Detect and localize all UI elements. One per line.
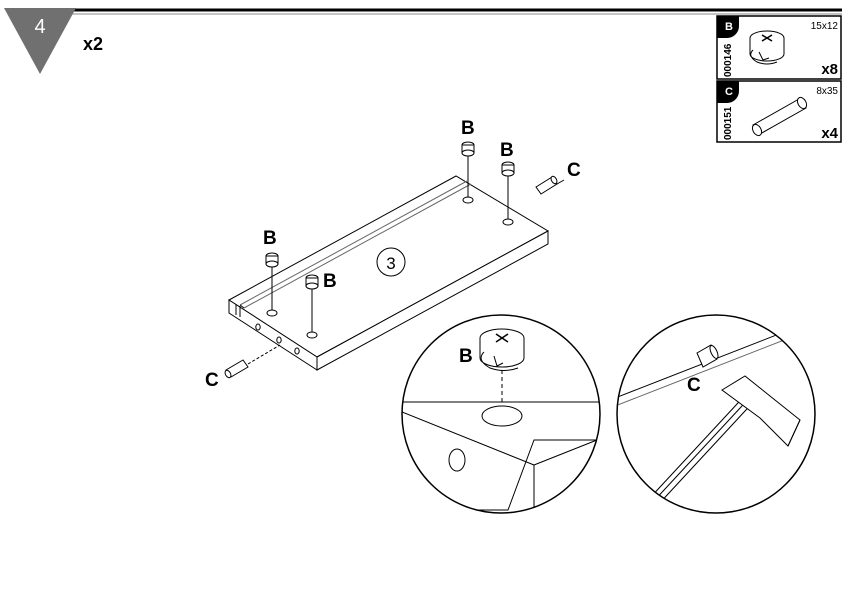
cam-lock-icon xyxy=(749,30,785,65)
callout-c-1: C xyxy=(567,160,581,181)
board-number: 3 xyxy=(386,254,395,273)
callout-b-1: B xyxy=(263,228,277,249)
callout-b-3: B xyxy=(461,118,475,139)
detail-callout-c: C xyxy=(687,375,701,396)
board-holes xyxy=(255,196,514,355)
part-code: 000146 xyxy=(723,43,734,77)
part-size: 15x12 xyxy=(811,21,839,32)
detail-view-dowel xyxy=(616,314,816,514)
part-size: 8x35 xyxy=(816,86,838,97)
dowels xyxy=(224,175,565,379)
step-multiplier: x2 xyxy=(83,34,103,54)
callout-b-4: B xyxy=(500,140,514,161)
board-number-badge: 3 xyxy=(376,247,406,277)
part-quantity: x8 xyxy=(821,61,838,78)
step-number-badge: 4 xyxy=(4,8,76,74)
callout-b-2: B xyxy=(323,271,337,292)
cam-lock-fittings xyxy=(265,141,515,332)
part-box-c: C 000151 8x35 x4 xyxy=(716,80,842,143)
detail-callout-b: B xyxy=(459,346,473,367)
part-letter: B xyxy=(725,21,733,33)
part-letter: C xyxy=(725,86,733,98)
hammer-icon xyxy=(647,375,801,508)
dowel-detail xyxy=(696,344,719,368)
callout-c-2: C xyxy=(205,370,219,391)
header-rule xyxy=(55,8,842,15)
part-code: 000151 xyxy=(723,106,734,140)
detail-view-cam-lock xyxy=(401,314,601,514)
cam-lock-large xyxy=(479,328,525,371)
part-box-b: B 000146 15x12 x8 xyxy=(716,15,842,80)
part-quantity: x4 xyxy=(821,125,838,142)
wooden-dowel-icon xyxy=(751,96,808,137)
step-number: 4 xyxy=(34,16,45,38)
